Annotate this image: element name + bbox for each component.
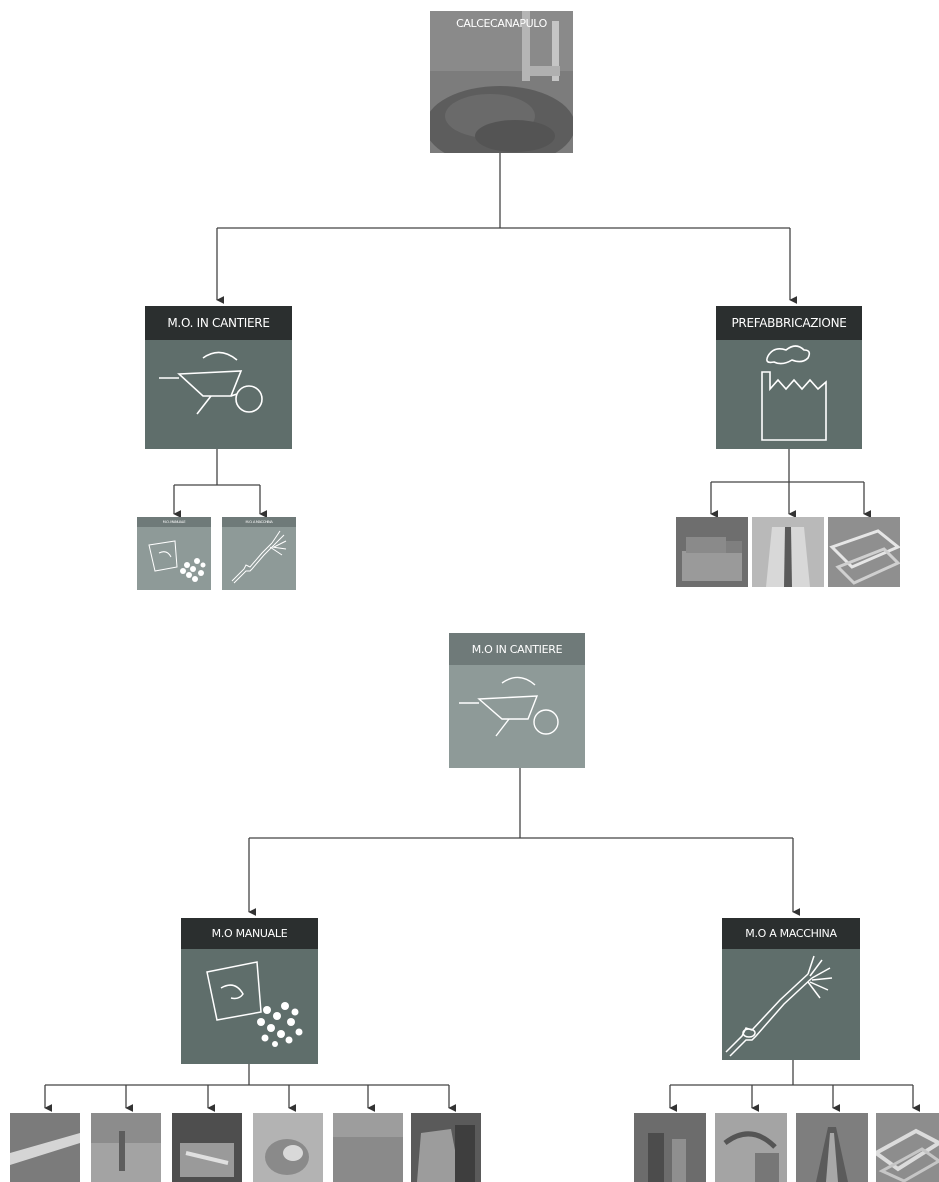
spray-photo-icon bbox=[634, 1113, 706, 1182]
node-title: M.O IN CANTIERE bbox=[471, 642, 563, 656]
node-riempimenti: RIEMPIMENTI bbox=[411, 1113, 481, 1182]
node-header: M.O IN CANTIERE bbox=[449, 633, 585, 665]
formwork-photo-icon bbox=[10, 1113, 80, 1182]
walls-photo-icon bbox=[253, 1113, 323, 1182]
lost-formwork-photo-icon bbox=[876, 1113, 939, 1182]
node-mo-manuale: M.O MANUALE bbox=[181, 918, 318, 1064]
node-header: M.O. A MACCHINA bbox=[222, 517, 296, 527]
node-mo-a-macchina: M.O A MACCHINA bbox=[722, 918, 860, 1060]
node-title: M.O MANUALE bbox=[211, 927, 288, 940]
lintel-photo-icon bbox=[752, 517, 824, 587]
node-title: M.O. MANUALE bbox=[162, 520, 186, 524]
plaster-photo-icon bbox=[172, 1113, 242, 1182]
node-casseri-a-perdere: CASSERI A PERDERE bbox=[876, 1113, 939, 1182]
machine-screed-photo-icon bbox=[796, 1113, 868, 1182]
node-pareti: PARETI bbox=[253, 1113, 323, 1182]
node-pannelli-isolanti: PANNELLI ISOLANTI bbox=[828, 517, 900, 587]
hand-trowel-icon bbox=[148, 540, 206, 582]
node-solai: SOLAI bbox=[333, 1113, 403, 1182]
node-header: M.O MANUALE bbox=[181, 918, 318, 949]
material-pile-photo-icon bbox=[430, 11, 573, 153]
node-spruzzo: SPRUZZO bbox=[634, 1113, 706, 1182]
node-title: CALCECANAPULO bbox=[456, 17, 547, 30]
node-header: M.O. MANUALE bbox=[137, 517, 211, 527]
node-blocchi: BLOCCHI bbox=[676, 517, 748, 587]
spray-nozzle-icon bbox=[725, 955, 833, 1057]
hand-trowel-icon bbox=[206, 961, 303, 1047]
node-mo-manuale-small: M.O. MANUALE bbox=[137, 517, 211, 590]
node-calcecanapulo: CALCECANAPULO bbox=[430, 11, 573, 153]
node-mo-in-cantiere-detail: M.O IN CANTIERE bbox=[449, 633, 585, 768]
node-intonaci-macchina: INTONACI bbox=[715, 1113, 787, 1182]
blocks-photo-icon bbox=[676, 517, 748, 587]
wheelbarrow-icon bbox=[159, 351, 263, 415]
node-mo-in-cantiere: M.O. IN CANTIERE bbox=[145, 306, 292, 449]
node-title: M.O A MACCHINA bbox=[745, 927, 837, 940]
node-massetti-macchina: MASSETTI bbox=[796, 1113, 868, 1182]
node-title: M.O. IN CANTIERE bbox=[167, 316, 270, 330]
wheelbarrow-icon bbox=[459, 676, 559, 737]
node-header: PREFABBRICAZIONE bbox=[716, 306, 862, 340]
machine-plaster-photo-icon bbox=[715, 1113, 787, 1182]
node-architravi: ARCHITRAVI bbox=[752, 517, 824, 587]
factory-icon bbox=[761, 345, 827, 441]
node-header: M.O. IN CANTIERE bbox=[145, 306, 292, 340]
screed-photo-icon bbox=[91, 1113, 161, 1182]
spray-nozzle-icon bbox=[231, 530, 287, 584]
node-prefabbricazione: PREFABBRICAZIONE bbox=[716, 306, 862, 449]
node-header: M.O A MACCHINA bbox=[722, 918, 860, 949]
node-mo-a-macchina-small: M.O. A MACCHINA bbox=[222, 517, 296, 590]
node-title: M.O. A MACCHINA bbox=[245, 520, 273, 524]
panels-photo-icon bbox=[828, 517, 900, 587]
node-massetti: MASSETTI bbox=[91, 1113, 161, 1182]
slab-photo-icon bbox=[333, 1113, 403, 1182]
node-intonaci: INTONACI bbox=[172, 1113, 242, 1182]
node-casseratura: CASSERATURA bbox=[10, 1113, 80, 1182]
node-title: PREFABBRICAZIONE bbox=[731, 316, 847, 330]
infill-photo-icon bbox=[411, 1113, 481, 1182]
